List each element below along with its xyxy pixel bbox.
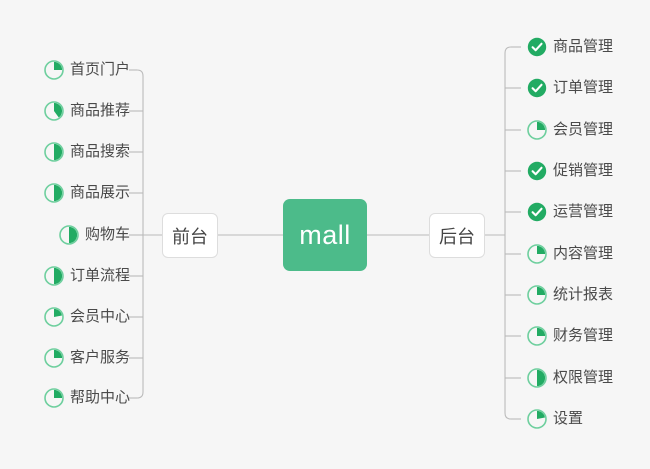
leaf-item[interactable]: 商品管理: [527, 35, 613, 59]
connector-path: [136, 69, 144, 399]
leaf-item[interactable]: 订单流程: [44, 264, 130, 288]
branch-node-backend-label: 后台: [439, 226, 475, 247]
pie-icon: [44, 307, 64, 327]
leaf-item-label: 商品推荐: [69, 102, 130, 119]
leaf-item[interactable]: 购物车: [59, 223, 130, 247]
leaf-item-label: 订单流程: [69, 267, 130, 284]
leaf-item-label: 购物车: [84, 226, 130, 243]
leaf-item[interactable]: 客户服务: [44, 346, 130, 370]
leaf-item-label: 首页门户: [69, 61, 130, 78]
pie-icon: [527, 244, 547, 264]
leaf-item-label: 商品管理: [553, 38, 614, 55]
pie-icon: [527, 368, 547, 388]
leaf-item-label: 统计报表: [553, 286, 614, 303]
pie-icon: [44, 266, 64, 286]
check-icon: [527, 78, 547, 98]
check-icon: [527, 202, 547, 222]
leaf-item[interactable]: 商品搜索: [44, 140, 130, 164]
leaf-item-label: 财务管理: [553, 327, 614, 344]
check-icon: [527, 161, 547, 181]
leaf-item[interactable]: 商品推荐: [44, 99, 130, 123]
leaf-item[interactable]: 内容管理: [527, 242, 613, 266]
leaf-item-label: 设置: [553, 410, 584, 427]
leaf-item[interactable]: 会员管理: [527, 118, 613, 142]
leaf-item-label: 订单管理: [553, 79, 614, 96]
leaf-item-label: 会员管理: [553, 121, 614, 138]
check-icon: [527, 37, 547, 57]
leaf-item-label: 运营管理: [553, 203, 614, 220]
branch-node-frontend-label: 前台: [172, 226, 208, 247]
leaf-item-label: 商品展示: [69, 184, 130, 201]
leaf-item-label: 权限管理: [553, 369, 614, 386]
pie-icon: [44, 142, 64, 162]
leaf-item[interactable]: 商品展示: [44, 181, 130, 205]
leaf-item[interactable]: 帮助中心: [44, 386, 130, 410]
pie-icon: [44, 60, 64, 80]
leaf-item[interactable]: 财务管理: [527, 324, 613, 348]
pie-icon: [527, 285, 547, 305]
leaf-item[interactable]: 会员中心: [44, 305, 130, 329]
leaf-item-label: 客户服务: [69, 349, 130, 366]
pie-icon: [44, 388, 64, 408]
leaf-item-label: 商品搜索: [69, 143, 130, 160]
pie-icon: [59, 225, 79, 245]
pie-icon: [44, 101, 64, 121]
leaf-item-label: 帮助中心: [69, 389, 130, 406]
branch-node-backend[interactable]: 后台: [429, 213, 485, 258]
root-node-label: mall: [299, 219, 351, 250]
leaf-item[interactable]: 订单管理: [527, 76, 613, 100]
root-node-mall[interactable]: mall: [283, 199, 367, 271]
branch-node-frontend[interactable]: 前台: [162, 213, 218, 258]
leaf-item[interactable]: 设置: [527, 407, 583, 431]
leaf-item-label: 内容管理: [553, 245, 614, 262]
leaf-item[interactable]: 促销管理: [527, 159, 613, 183]
leaf-item[interactable]: 首页门户: [44, 58, 130, 82]
leaf-item-label: 会员中心: [69, 308, 130, 325]
pie-icon: [527, 409, 547, 429]
leaf-item[interactable]: 权限管理: [527, 366, 613, 390]
leaf-item[interactable]: 统计报表: [527, 283, 613, 307]
pie-icon: [527, 326, 547, 346]
pie-icon: [44, 348, 64, 368]
pie-icon: [44, 183, 64, 203]
connector-path: [504, 46, 512, 420]
leaf-item-label: 促销管理: [553, 162, 614, 179]
leaf-item[interactable]: 运营管理: [527, 200, 613, 224]
pie-icon: [527, 120, 547, 140]
